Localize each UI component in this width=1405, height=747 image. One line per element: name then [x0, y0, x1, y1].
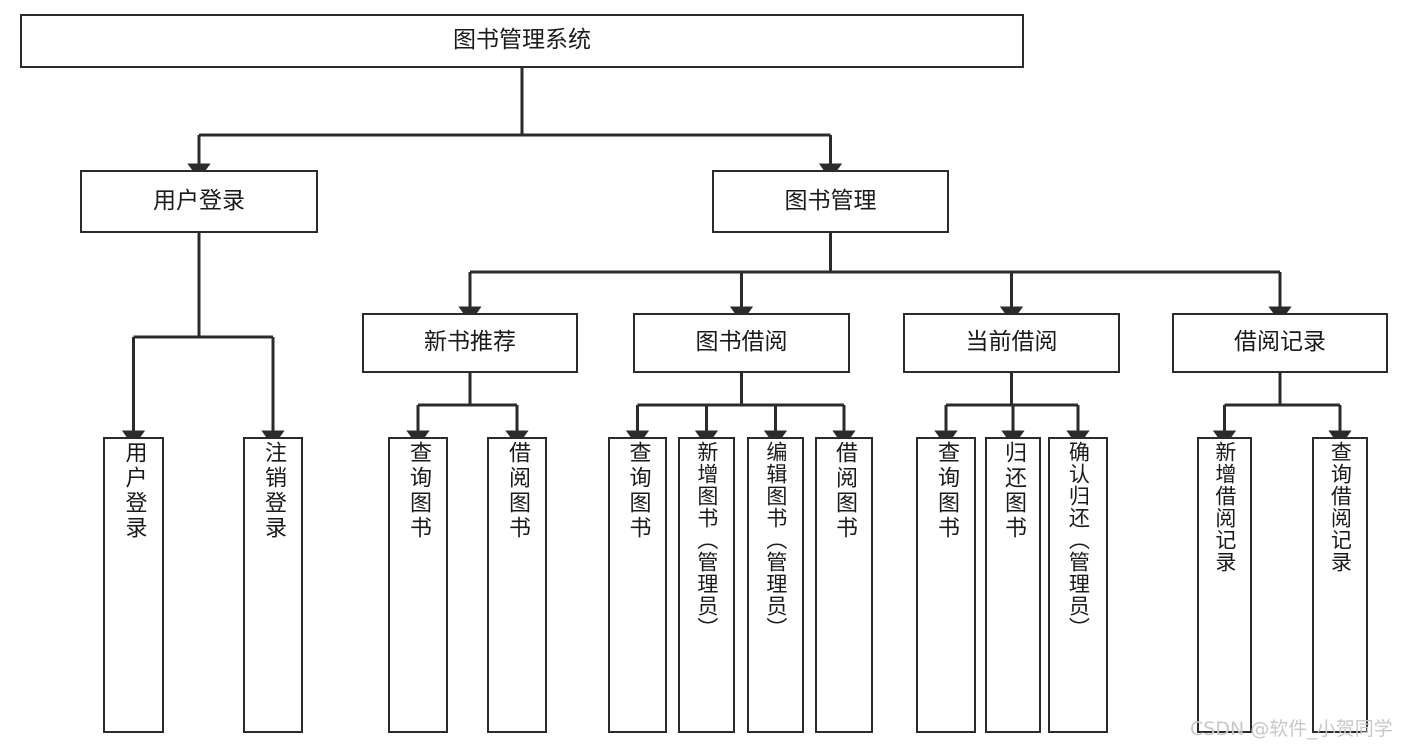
node-label: 新书推荐	[424, 329, 516, 356]
node-leaf-7[interactable]: 借阅图书	[815, 437, 873, 733]
node-level2-3[interactable]: 借阅记录	[1172, 313, 1388, 373]
node-label: 编辑图书（管理员）	[763, 441, 788, 639]
node-label: 确认归还（管理员）	[1066, 441, 1091, 639]
node-leaf-9[interactable]: 归还图书	[985, 437, 1041, 733]
node-leaf-10[interactable]: 确认归还（管理员）	[1048, 437, 1108, 733]
node-leaf-11[interactable]: 新增借阅记录	[1197, 437, 1252, 733]
node-label: 借阅图书	[504, 441, 530, 541]
node-label: 借阅图书	[831, 441, 857, 541]
node-leaf-3[interactable]: 借阅图书	[487, 437, 547, 733]
node-leaf-2[interactable]: 查询图书	[388, 437, 448, 733]
node-leaf-0[interactable]: 用户登录	[103, 437, 164, 733]
node-leaf-5[interactable]: 新增图书（管理员）	[678, 437, 735, 733]
node-label: 注销登录	[260, 441, 286, 541]
node-label: 用户登录	[121, 441, 147, 541]
node-label: 图书管理	[784, 187, 877, 214]
node-label: 归还图书	[1000, 441, 1026, 541]
node-label: 查询图书	[933, 441, 959, 541]
node-leaf-6[interactable]: 编辑图书（管理员）	[747, 437, 804, 733]
node-leaf-4[interactable]: 查询图书	[608, 437, 667, 733]
node-label: 查询图书	[625, 441, 651, 541]
node-root[interactable]: 图书管理系统	[20, 14, 1024, 68]
node-leaf-12[interactable]: 查询借阅记录	[1312, 437, 1368, 733]
node-label: 借阅记录	[1234, 329, 1326, 356]
node-label: 图书管理系统	[453, 27, 591, 54]
node-label: 用户登录	[153, 187, 245, 214]
node-leaf-8[interactable]: 查询图书	[916, 437, 976, 733]
node-label: 查询借阅记录	[1328, 441, 1353, 573]
node-level1-1[interactable]: 图书管理	[712, 170, 949, 233]
node-label: 当前借阅	[965, 329, 1058, 356]
node-level2-1[interactable]: 图书借阅	[633, 313, 850, 373]
node-label: 新增图书（管理员）	[694, 441, 719, 639]
node-label: 查询图书	[405, 441, 431, 541]
node-label: 图书借阅	[695, 329, 788, 356]
node-label: 新增借阅记录	[1212, 441, 1237, 573]
node-level2-2[interactable]: 当前借阅	[903, 313, 1120, 373]
node-leaf-1[interactable]: 注销登录	[243, 437, 303, 733]
node-level1-0[interactable]: 用户登录	[80, 170, 318, 233]
node-level2-0[interactable]: 新书推荐	[362, 313, 578, 373]
